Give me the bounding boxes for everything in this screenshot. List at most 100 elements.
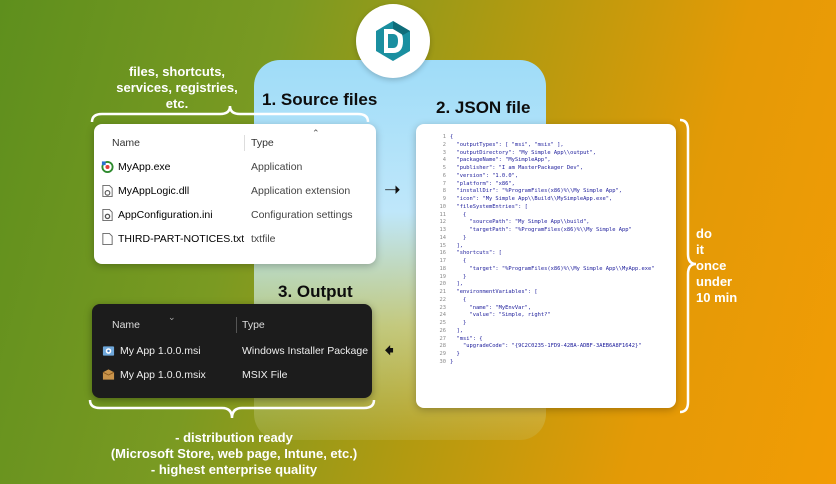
code-text: "name": "MyEnvVar", <box>450 304 532 311</box>
file-name: My App 1.0.0.msi <box>120 345 201 357</box>
code-line: 5 "publisher": "I am MasterPackager Dev"… <box>416 165 676 173</box>
code-text: { <box>450 296 467 303</box>
line-number: 18 <box>439 265 447 272</box>
code-line: 28 "upgradeCode": "{9C2C0235-1FD9-42BA-A… <box>416 343 676 351</box>
sort-chevron-icon[interactable]: ⌄ <box>168 312 176 322</box>
line-number: 8 <box>442 188 446 195</box>
column-divider <box>236 317 237 333</box>
dll-file-icon <box>102 184 113 198</box>
line-number: 2 <box>442 141 446 148</box>
file-row[interactable]: MyAppLogic.dll Application extension <box>94 180 376 202</box>
file-row[interactable]: AppConfiguration.ini Configuration setti… <box>94 204 376 226</box>
file-name: AppConfiguration.ini <box>118 209 213 221</box>
line-number: 6 <box>442 172 446 179</box>
code-text: "targetPath": "%ProgramFiles(x86)%\\My S… <box>450 227 632 233</box>
line-number: 12 <box>439 219 447 226</box>
code-text: } <box>450 320 467 326</box>
code-text: } <box>450 358 454 365</box>
file-name: My App 1.0.0.msix <box>120 369 206 381</box>
code-text: "version": "1.0.0", <box>450 172 519 179</box>
file-name: MyAppLogic.dll <box>118 185 190 197</box>
code-line: 16 "shortcuts": [ <box>416 250 676 258</box>
code-line: 24 "value": "Simple, right?" <box>416 312 676 320</box>
line-number: 3 <box>442 149 446 156</box>
line-number: 20 <box>439 281 447 288</box>
code-line: 4 "packageName": "MySimpleApp", <box>416 157 676 165</box>
json-code-editor: 1{2 "outputTypes": [ "msi", "msix" ],3 "… <box>416 124 676 408</box>
code-text: { <box>450 258 467 264</box>
brace-right <box>679 118 697 414</box>
code-line: 23 "name": "MyEnvVar", <box>416 305 676 313</box>
code-text: "installDir": "%ProgramFiles(x86)%\\My S… <box>450 188 623 195</box>
code-line: 30} <box>416 359 676 367</box>
file-row[interactable]: My App 1.0.0.msix MSIX File <box>92 364 372 386</box>
app-logo <box>356 4 430 78</box>
code-line: 7 "platform": "x86", <box>416 181 676 189</box>
line-number: 19 <box>439 273 447 280</box>
file-row[interactable]: THIRD-PART-NOTICES.txt txtfile <box>94 228 376 250</box>
line-number: 1 <box>442 134 446 140</box>
line-number: 10 <box>439 203 447 210</box>
line-number: 9 <box>442 196 446 202</box>
line-number: 27 <box>439 335 447 342</box>
step-output-heading: 3. Output <box>278 282 353 301</box>
code-text: "outputTypes": [ "msi", "msix" ], <box>450 141 564 148</box>
column-header-name[interactable]: Name <box>112 319 141 331</box>
code-line: 11 { <box>416 212 676 220</box>
line-number: 26 <box>439 327 447 334</box>
file-row[interactable]: MyApp.exe Application <box>94 156 376 178</box>
line-number: 7 <box>442 180 446 187</box>
code-text: "icon": "My Simple App\\Build\\MySimpleA… <box>450 196 613 202</box>
logo-d-icon <box>376 21 410 61</box>
code-line: 12 "sourcePath": "My Simple App\\build", <box>416 219 676 227</box>
app-exe-icon <box>101 160 114 174</box>
sort-chevron-icon[interactable]: ⌃ <box>312 128 320 138</box>
text-file-icon <box>102 232 113 246</box>
code-text: } <box>450 273 467 280</box>
code-line: 26 ], <box>416 328 676 336</box>
column-header-name[interactable]: Name <box>112 137 141 149</box>
settings-file-icon <box>102 208 113 222</box>
code-line: 17 { <box>416 258 676 266</box>
column-header-type[interactable]: Type <box>242 319 265 331</box>
line-number: 22 <box>439 296 447 303</box>
code-line: 8 "installDir": "%ProgramFiles(x86)%\\My… <box>416 188 676 196</box>
code-line: 19 } <box>416 274 676 282</box>
code-line: 3 "outputDirectory": "My Simple App\\out… <box>416 150 676 158</box>
line-number: 16 <box>439 250 447 257</box>
code-line: 15 ], <box>416 243 676 251</box>
code-text: ], <box>450 281 463 288</box>
arrow-right-icon: ➝ <box>384 179 401 201</box>
file-row[interactable]: My App 1.0.0.msi Windows Installer Packa… <box>92 340 372 362</box>
code-line: 2 "outputTypes": [ "msi", "msix" ], <box>416 142 676 150</box>
output-header-row: Name ⌄ Type <box>92 312 372 336</box>
line-number: 17 <box>439 258 447 264</box>
code-text: "platform": "x86", <box>450 180 515 187</box>
line-number: 4 <box>442 157 446 164</box>
column-divider <box>244 135 245 151</box>
line-number: 13 <box>439 227 447 233</box>
code-line: 1{ <box>416 134 676 142</box>
code-line: 29 } <box>416 351 676 359</box>
code-text: "msi": { <box>450 335 483 342</box>
code-line: 6 "version": "1.0.0", <box>416 173 676 181</box>
line-number: 14 <box>439 234 447 241</box>
file-type: Windows Installer Package <box>242 345 369 357</box>
code-text: "fileSystemEntries": [ <box>450 203 528 210</box>
line-number: 25 <box>439 320 447 326</box>
code-line: 10 "fileSystemEntries": [ <box>416 204 676 212</box>
file-type: Configuration settings <box>251 209 353 221</box>
code-line: 18 "target": "%ProgramFiles(x86)%\\My Si… <box>416 266 676 274</box>
brace-bottom <box>88 399 376 419</box>
brace-top <box>90 105 370 123</box>
column-header-type[interactable]: Type <box>251 137 274 149</box>
arrow-left-icon: 🠸 <box>384 340 395 362</box>
line-number: 21 <box>439 289 447 295</box>
note-top-left: files, shortcuts, services, registries, … <box>116 64 238 111</box>
code-text: "target": "%ProgramFiles(x86)%\\My Simpl… <box>450 265 655 272</box>
code-text: "outputDirectory": "My Simple App\\outpu… <box>450 149 597 156</box>
code-text: ], <box>450 242 463 249</box>
output-files-window: Name ⌄ Type My App 1.0.0.msi Windows Ins… <box>92 304 372 398</box>
code-text: } <box>450 351 460 357</box>
line-number: 15 <box>439 242 447 249</box>
